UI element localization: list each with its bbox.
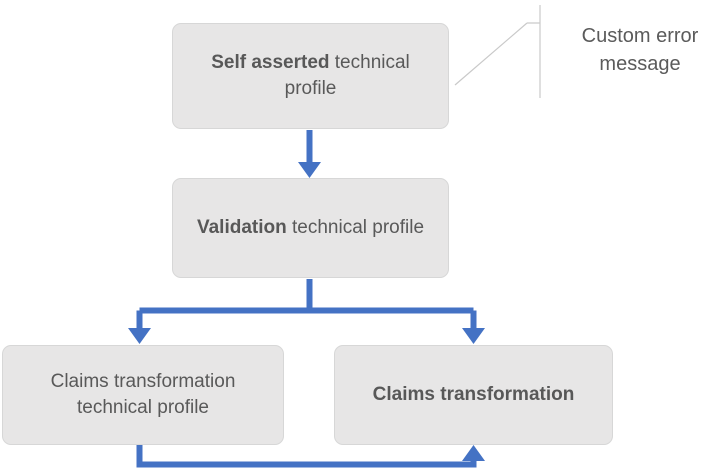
node-self-asserted-label: Self asserted technical profile: [187, 50, 434, 101]
callout-line-2: message: [599, 53, 681, 76]
node-self-asserted-label-rest: technical profile: [284, 52, 410, 99]
arrow-validation-split: [128, 279, 485, 344]
node-validation-label-rest: technical profile: [286, 217, 425, 239]
arrow-claims-tp-to-claims-tr: [136, 445, 485, 468]
node-validation-technical-profile[interactable]: Validation technical profile: [172, 178, 449, 278]
node-claims-transformation-technical-profile-label: Claims transformation technical profile: [50, 371, 236, 418]
node-self-asserted-label-bold: Self asserted: [211, 52, 330, 74]
node-validation-label-bold: Validation: [196, 217, 287, 239]
node-self-asserted-technical-profile[interactable]: Self asserted technical profile: [172, 23, 449, 129]
callout-custom-error-message: Custom error message: [553, 22, 727, 79]
callout-leader: [454, 5, 541, 98]
node-validation-label: Validation technical profile: [197, 215, 424, 241]
arrow-self-asserted-to-validation: [298, 130, 321, 178]
node-claims-transformation-label: Claims transformation: [373, 382, 575, 408]
node-claims-transformation-technical-profile[interactable]: Claims transformation technical profile: [2, 345, 284, 445]
node-claims-transformation-label-bold: Claims transformation: [372, 384, 575, 406]
node-claims-transformation[interactable]: Claims transformation: [334, 345, 613, 445]
callout-line-1: Custom error: [581, 25, 699, 47]
